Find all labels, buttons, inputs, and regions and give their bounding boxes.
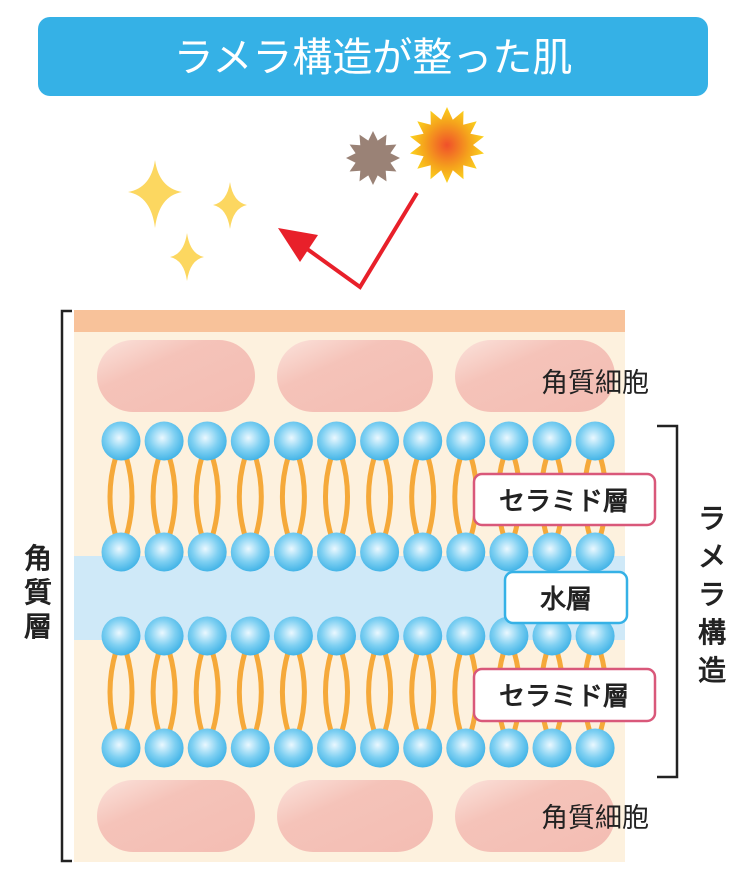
ceramide-label-bottom-text: セラミド層 <box>499 682 629 712</box>
lipid-head <box>144 616 184 656</box>
lipid-head <box>489 616 529 656</box>
sparkle-icons <box>128 160 247 281</box>
dust-particle-icon <box>346 131 400 185</box>
reflection-arrow-icon <box>278 191 419 290</box>
ceramide-label-top: セラミド層 <box>472 472 657 527</box>
lipid-head <box>446 616 486 656</box>
lipid-head <box>575 616 615 656</box>
lipid-head <box>273 616 313 656</box>
lipid-head <box>101 421 141 461</box>
lipid-head <box>360 728 400 768</box>
lipid-head <box>446 532 486 572</box>
lipid-head <box>187 728 227 768</box>
water-layer-label-text: 水層 <box>540 585 592 615</box>
ceramide-label-bottom: セラミド層 <box>472 667 657 723</box>
lipid-head <box>101 532 141 572</box>
lipid-head <box>489 532 529 572</box>
ceramide-molecule <box>144 616 184 768</box>
lipid-head <box>273 532 313 572</box>
lipid-head <box>144 421 184 461</box>
stratum-corneum-bracket <box>60 309 72 863</box>
ceramide-molecule <box>187 616 227 768</box>
lipid-head <box>575 532 615 572</box>
sparkle-icon <box>213 182 247 229</box>
lipid-head <box>532 728 572 768</box>
ceramide-molecule <box>273 616 313 768</box>
ceramide-molecule <box>187 421 227 572</box>
lipid-head <box>360 532 400 572</box>
ceramide-molecule <box>360 421 400 572</box>
lipid-head <box>403 728 443 768</box>
corneocyte-label-bottom: 角質細胞 <box>541 803 649 834</box>
ceramide-molecule <box>230 616 270 768</box>
lipid-head <box>489 728 529 768</box>
lipid-head <box>317 728 356 768</box>
lipid-head <box>144 532 184 572</box>
uv-sun-icon <box>410 107 484 183</box>
corneocytes-bottom <box>97 780 615 852</box>
lipid-head <box>230 532 270 572</box>
lipid-head <box>317 616 356 656</box>
ceramide-molecule <box>360 616 400 768</box>
skin-panel <box>74 310 625 862</box>
lipid-head <box>187 421 227 461</box>
lipid-head <box>317 421 356 461</box>
ceramide-molecule <box>317 616 356 768</box>
sparkle-icon <box>128 160 182 228</box>
lipid-head <box>101 616 141 656</box>
ceramide-label-top-text: セラミド層 <box>499 487 629 517</box>
lipid-head <box>230 616 270 656</box>
lipid-head <box>273 728 313 768</box>
lipid-head <box>532 616 572 656</box>
water-layer-label: 水層 <box>503 570 629 625</box>
lipid-head <box>230 728 270 768</box>
lipid-head <box>317 532 356 572</box>
ceramide-molecule <box>144 421 184 572</box>
stratum-corneum-label: 角質層 <box>24 542 52 643</box>
lipid-head <box>187 532 227 572</box>
lipid-head <box>446 728 486 768</box>
ceramide-molecule <box>532 616 572 768</box>
sparkle-icon <box>170 233 204 281</box>
lipid-head <box>273 421 313 461</box>
lipid-head <box>187 616 227 656</box>
ceramide-molecule <box>403 421 443 572</box>
lipid-head <box>575 728 615 768</box>
lipid-head <box>575 421 615 461</box>
lipid-head <box>144 728 184 768</box>
lipid-head <box>403 532 443 572</box>
ceramide-molecule <box>101 616 141 768</box>
title-banner: ラメラ構造が整った肌 <box>38 17 708 96</box>
lipid-head <box>532 532 572 572</box>
ceramide-molecule <box>446 616 486 768</box>
corneocytes-top <box>97 340 615 412</box>
ceramide-molecule <box>317 421 356 572</box>
corneocyte-label-top: 角質細胞 <box>541 368 649 399</box>
ceramide-molecule <box>403 616 443 768</box>
ceramide-molecule <box>230 421 270 572</box>
ceramide-bilayers <box>101 421 615 768</box>
ceramide-molecule <box>273 421 313 572</box>
lipid-head <box>101 728 141 768</box>
skin-surface-band <box>74 310 625 332</box>
title-text: ラメラ構造が整った肌 <box>174 35 573 81</box>
lipid-head <box>230 421 270 461</box>
lamellar-bracket <box>657 424 679 779</box>
lipid-head <box>489 421 529 461</box>
lipid-head <box>532 421 572 461</box>
lipid-head <box>360 616 400 656</box>
ceramide-molecule <box>575 421 615 572</box>
lipid-head <box>360 421 400 461</box>
lipid-head <box>403 616 443 656</box>
ceramide-molecule <box>446 421 486 572</box>
ceramide-molecule <box>101 421 141 572</box>
lipid-head <box>446 421 486 461</box>
lamellar-label: ラメラ構造 <box>698 502 726 687</box>
lipid-head <box>403 421 443 461</box>
